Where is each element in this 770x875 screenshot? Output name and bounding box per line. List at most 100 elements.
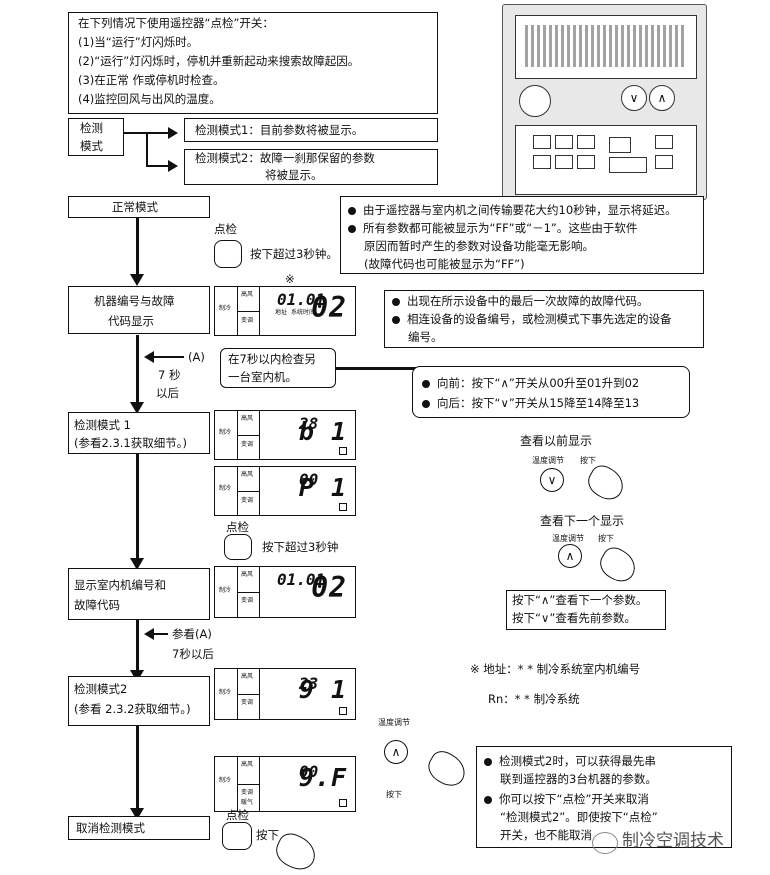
check-button[interactable] [214,240,242,268]
remote-key-8 [609,157,647,173]
arrow-head [168,160,178,172]
view-prev-label: 查看以前显示 [520,434,593,448]
remote-key-2 [555,135,573,149]
check-other-line-1: 在7秒以内检查另 [228,352,316,366]
remote-lower-panel [515,125,697,195]
check-mode-box [68,118,124,156]
lcd-small-readout: 01.01 [277,290,326,309]
press-label-3: 按下 [386,790,402,799]
lcd-adjust-label: 变调 [241,497,254,504]
temp-down-button[interactable]: ∨ [540,468,564,492]
delay-note-line-1: 由于遥控器与室内机之间传输要花大约10秒钟，显示将延迟。 [348,201,677,219]
flow-arrow-head [130,274,144,286]
remote-key-5 [555,155,573,169]
lcd-adjust-label: 变调 [241,789,254,796]
lcd-display-3: 制冷 高风 变调 00 P 1 [214,466,356,516]
remote-up-button: ∧ [649,85,675,111]
delay-note-line-4: (故障代码也可能被显示为“FF”) [364,257,525,271]
cancel-mode-box [68,816,210,840]
remote-key-1 [533,135,551,149]
remote-down-button: ∨ [621,85,647,111]
lcd-high-label: 高风 [241,761,254,768]
show-indoor-box [68,568,210,620]
mode2-note-line-2: 联到遥控器的3台机器的参数。 [500,772,657,786]
lcd-small-readout: 00 [299,762,319,781]
last-fault-line-1: 出现在所示设备中的最后一次故障的故障代码。 [392,292,649,310]
remote-key-7 [609,137,631,153]
normal-mode-label: 正常模式 [112,200,158,214]
connector [146,132,148,166]
arrow-a-head [144,351,154,363]
press-label-1: 按下 [580,456,596,465]
remote-round-button [519,85,551,117]
press-label-2: 按下 [598,534,614,543]
connector [146,165,168,167]
temp-adjust-label-2: 温度调节 [552,534,584,543]
mode2-desc-line-2: 将被显示。 [265,168,323,182]
delay-note-box [340,196,704,274]
mode2-note-box [476,746,732,848]
ref-a-arrow-head [144,628,154,640]
after-7s-line-1: 7 秒 [158,368,181,382]
check-button-2[interactable] [224,534,252,560]
unit-display-line-2: 代码显示 [108,314,154,328]
mode1-desc: 检测模式1：目前参数将被显示。 [195,123,364,137]
remote-key-9 [655,135,673,149]
temp-up-button-2[interactable]: ∧ [384,740,408,764]
lcd-small-readout: 23 [299,674,319,693]
connector [336,367,430,370]
lcd-cool-label: 制冷 [219,485,232,492]
lcd-cool-label: 制冷 [219,587,232,594]
unit-display-line-1: 机器编号与故障 [94,294,175,308]
lcd-small-readout: 01.01 [277,570,326,589]
cancel-mode-label: 取消检测模式 [76,821,145,835]
mode1-line-1: 检测模式 1 [74,418,131,432]
mode1-desc-box [184,118,438,142]
normal-mode-box [68,196,210,218]
hand-press-icon [423,746,471,792]
forward-line: 向前：按下“∧”开关从00升至01升到02 [422,374,639,392]
wechat-logo-icon [592,832,618,854]
intro-line-1: 在下列情况下使用遥控器“点检”开关： [78,16,274,30]
lcd-cool-label: 制冷 [219,689,232,696]
intro-line-2: (1)当“运行”灯闪烁时。 [78,35,199,49]
check-button-3[interactable] [222,822,252,850]
arrow-head [168,127,178,139]
remote-key-4 [533,155,551,169]
check-mode-line-1: 检测 [80,121,103,135]
lcd-big-readout: 02 [311,571,347,604]
hold-3s-label: 按下超过3秒钟。 [250,247,338,261]
temp-up-button[interactable]: ∧ [558,544,582,568]
lcd-adjust-label: 变调 [241,441,254,448]
check-button-label-3: 点检 [226,808,249,822]
show-indoor-line-2: 故障代码 [74,598,120,612]
check-button-label: 点检 [214,222,237,236]
lcd-display-5: 制冷 高风 变调 23 9 1 [214,668,356,720]
temp-adjust-label-1: 温度调节 [532,456,564,465]
lcd-address-label: 地址 [275,309,288,316]
mode1-box [68,412,210,454]
mode2-note-line-5: 开关，也不能取消 [500,828,592,842]
last-fault-line-2: 相连设备的设备编号，或检测模式下事先选定的设备 [392,310,672,328]
last-fault-line-3: 编号。 [408,330,443,344]
remote-key-6 [577,155,595,169]
lcd-big-readout: 9 1 [298,675,347,704]
intro-line-5: (4)监控回风与出风的温度。 [78,92,221,106]
lcd-display-1: 制冷 高风 变调 01.01 地址 系统时间 02 [214,286,356,336]
updown-line-1: 按下“∧”查看下一个参数。 [512,593,648,607]
intro-line-3: (2)“运行”灯闪烁时，停机并重新起动来搜索故障起因。 [78,54,360,68]
check-other-box [220,348,336,388]
lcd-big-readout: 9.F [298,763,347,792]
flow-line [136,620,139,672]
updown-note-box [506,590,666,630]
updown-line-2: 按下“∨”查看先前参数。 [512,611,636,625]
ref-a-label: 参看(A) [172,627,212,641]
remote-lcd-segments [525,25,685,67]
back-line: 向后：按下“∨”开关从15降至14降至13 [422,394,639,412]
lcd-adjust-label: 变调 [241,317,254,324]
addr-note-line-2: Rn：* * 制冷系统 [488,692,580,706]
after-7s-2: 7秒以后 [172,647,214,661]
remote-controller-image: ∨ ∧ [502,4,707,200]
after-7s-line-2: 以后 [156,386,179,400]
flow-arrow-head [130,558,144,570]
